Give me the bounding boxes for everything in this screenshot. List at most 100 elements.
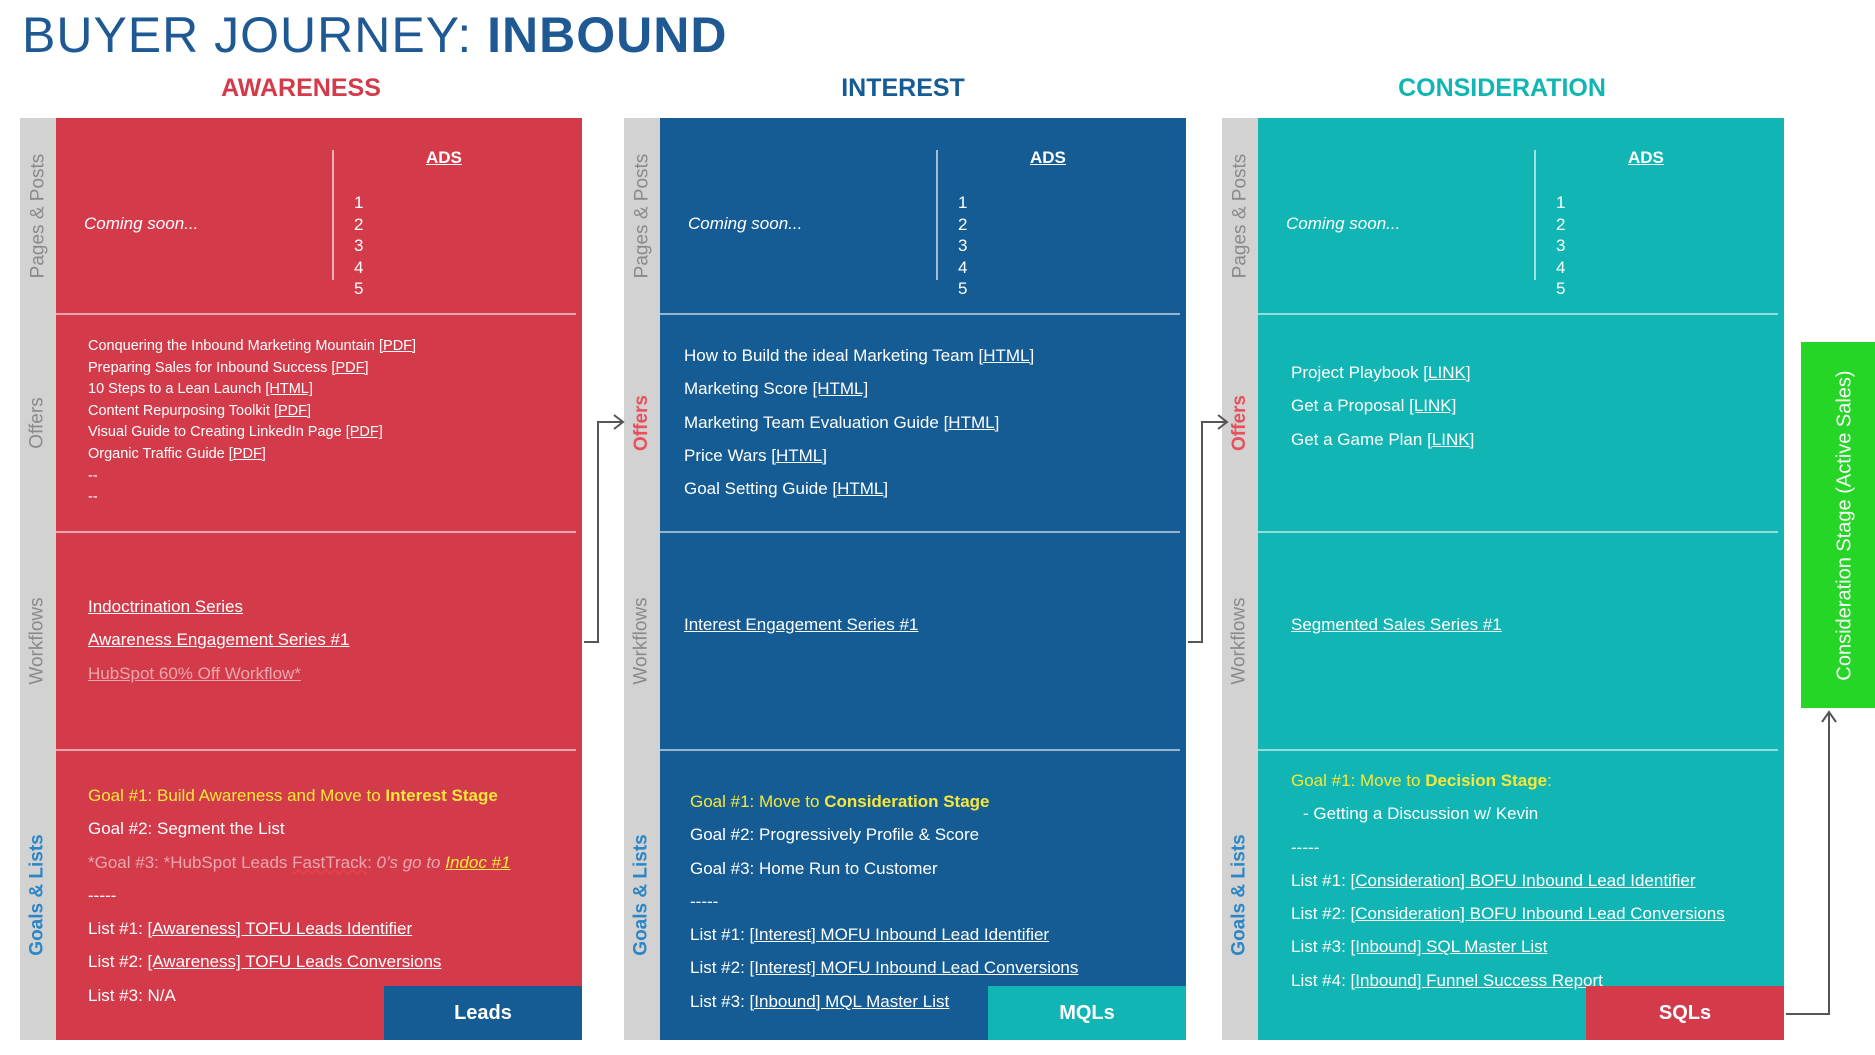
offer-item: Organic Traffic Guide [PDF]	[88, 445, 266, 462]
list-link[interactable]: [Interest] MOFU Inbound Lead Identifier	[749, 925, 1050, 945]
workflows-list: Indoctrination Series Awareness Engageme…	[88, 590, 349, 690]
list-item: List #2: [Consideration] BOFU Inbound Le…	[1291, 904, 1725, 924]
row-label-pages: Pages & Posts	[1229, 153, 1250, 279]
row-divider	[660, 531, 1180, 533]
workflow-link[interactable]: Indoctrination Series	[88, 597, 243, 616]
ads-list: 1 2 3 4 5	[1556, 192, 1565, 300]
consideration-to-sales-arrow	[1786, 710, 1837, 1015]
workflow-link[interactable]: Segmented Sales Series #1	[1291, 615, 1502, 634]
goal-bullet: - Getting a Discussion w/ Kevin	[1303, 804, 1539, 824]
coming-soon-text: Coming soon...	[1286, 214, 1401, 233]
offer-item: Visual Guide to Creating LinkedIn Page […	[88, 424, 383, 441]
stage-heading-interest: INTEREST	[841, 74, 965, 102]
goal-item: Goal #2: Segment the List	[88, 819, 285, 839]
offer-link[interactable]: [HTML]	[771, 445, 827, 465]
offers-list: Project Playbook [LINK] Get a Proposal […	[1291, 356, 1474, 456]
workflows-list: Interest Engagement Series #1	[684, 608, 918, 641]
offer-link[interactable]: [HTML]	[265, 381, 313, 398]
ads-divider	[1534, 150, 1536, 280]
ads-divider	[332, 150, 334, 280]
ads-item: 5	[958, 279, 968, 298]
goal-divider: -----	[88, 885, 117, 905]
consideration-column: Pages & Posts Offers Workflows Goals & L…	[1222, 118, 1784, 1040]
goals-list: Goal #1: Build Awareness and Move to Int…	[88, 779, 510, 1012]
ads-item: 3	[354, 236, 364, 255]
offer-link[interactable]: [LINK]	[1423, 363, 1471, 382]
offer-item: Price Wars [HTML]	[684, 445, 827, 465]
awareness-column: Pages & Posts Offers Workflows Goals & L…	[20, 118, 582, 1040]
list-link[interactable]: [Awareness] TOFU Leads Identifier	[147, 919, 413, 939]
row-divider	[56, 531, 576, 533]
goal-link[interactable]: Indoc #1	[445, 852, 511, 872]
ads-item: 2	[354, 214, 364, 234]
ads-heading[interactable]: ADS	[426, 148, 462, 167]
workflow-link[interactable]: Awareness Engagement Series #1	[88, 630, 350, 650]
ads-item: 2	[958, 214, 968, 234]
list-item: List #1: [Consideration] BOFU Inbound Le…	[1291, 870, 1696, 890]
awareness-to-interest-arrow	[584, 414, 625, 643]
consideration-panel: Coming soon... ADS 1 2 3 4 5 Project Pla…	[1258, 118, 1784, 1040]
ads-item: 1	[354, 193, 364, 212]
list-item: List #4: [Inbound] Funnel Success Report	[1291, 970, 1603, 990]
offer-link[interactable]: [LINK]	[1427, 429, 1475, 449]
offer-link[interactable]: [HTML]	[832, 479, 889, 499]
goal-item: Goal #2: Progressively Profile & Score	[690, 825, 980, 845]
offer-item: Get a Proposal [LINK]	[1291, 396, 1457, 416]
list-item: List #3: N/A	[88, 985, 176, 1005]
ads-divider	[936, 150, 938, 280]
row-label-strip: Pages & Posts Offers Workflows Goals & L…	[624, 118, 660, 1040]
row-label-strip: Pages & Posts Offers Workflows Goals & L…	[20, 118, 56, 1040]
row-divider	[660, 749, 1180, 751]
offer-link[interactable]: [LINK]	[1409, 396, 1457, 416]
offer-item: 10 Steps to a Lean Launch [HTML]	[88, 381, 313, 398]
ads-item: 1	[958, 193, 968, 212]
ads-item: 3	[958, 236, 968, 255]
offer-link[interactable]: [HTML]	[812, 379, 869, 399]
row-divider	[660, 313, 1180, 315]
mqls-badge: MQLs	[988, 986, 1186, 1040]
offer-link[interactable]: [PDF]	[228, 445, 266, 462]
ads-item: 3	[1556, 236, 1566, 255]
row-label-pages: Pages & Posts	[631, 153, 652, 279]
list-item: List #3: [Inbound] SQL Master List	[1291, 937, 1548, 957]
offer-link[interactable]: [PDF]	[379, 338, 417, 354]
ads-heading[interactable]: ADS	[1030, 148, 1066, 167]
list-link[interactable]: [Awareness] TOFU Leads Conversions	[147, 952, 442, 972]
offer-link[interactable]: [HTML]	[943, 412, 1000, 432]
list-link[interactable]: [Consideration] BOFU Inbound Lead Identi…	[1350, 870, 1696, 890]
active-sales-stage: Consideration Stage (Active Sales)	[1801, 342, 1875, 708]
row-label-goals: Goals & Lists	[631, 834, 653, 956]
coming-soon-text: Coming soon...	[688, 214, 803, 233]
list-link[interactable]: [Inbound] MQL Master List	[749, 991, 950, 1011]
workflow-link[interactable]: HubSpot 60% Off Workflow*	[88, 663, 301, 683]
ads-heading[interactable]: ADS	[1628, 148, 1664, 167]
sqls-badge: SQLs	[1586, 986, 1784, 1040]
row-label-strip: Pages & Posts Offers Workflows Goals & L…	[1222, 118, 1258, 1040]
list-item: List #1: [Awareness] TOFU Leads Identifi…	[88, 919, 413, 939]
title-bold: INBOUND	[487, 7, 728, 63]
offer-link[interactable]: [PDF]	[345, 424, 383, 441]
list-link[interactable]: [Consideration] BOFU Inbound Lead Conver…	[1350, 904, 1725, 924]
offer-link[interactable]: [HTML]	[978, 346, 1035, 365]
goal-divider: -----	[1291, 837, 1320, 857]
list-link[interactable]: [Interest] MOFU Inbound Lead Conversions	[749, 958, 1079, 978]
ads-item: 5	[354, 279, 364, 298]
list-link[interactable]: [Inbound] Funnel Success Report	[1350, 970, 1603, 990]
offer-item: Preparing Sales for Inbound Success [PDF…	[88, 359, 369, 376]
list-link[interactable]: [Inbound] SQL Master List	[1350, 937, 1548, 957]
offer-item: Marketing Score [HTML]	[684, 379, 869, 399]
leads-badge: Leads	[384, 986, 582, 1040]
offer-placeholder: --	[88, 467, 98, 484]
goal-divider: -----	[690, 891, 719, 911]
ads-item: 4	[958, 257, 968, 277]
offer-item: Conquering the Inbound Marketing Mountai…	[88, 338, 417, 354]
list-item: List #2: [Interest] MOFU Inbound Lead Co…	[690, 958, 1079, 978]
offer-item: Marketing Team Evaluation Guide [HTML]	[684, 412, 1000, 432]
row-divider	[56, 749, 576, 751]
stage-heading-awareness: AWARENESS	[221, 74, 381, 102]
offer-link[interactable]: [PDF]	[331, 359, 369, 376]
ads-list: 1 2 3 4 5	[354, 192, 363, 300]
workflow-link[interactable]: Interest Engagement Series #1	[684, 615, 919, 634]
offer-link[interactable]: [PDF]	[273, 402, 311, 419]
list-item: List #2: [Awareness] TOFU Leads Conversi…	[88, 952, 442, 972]
